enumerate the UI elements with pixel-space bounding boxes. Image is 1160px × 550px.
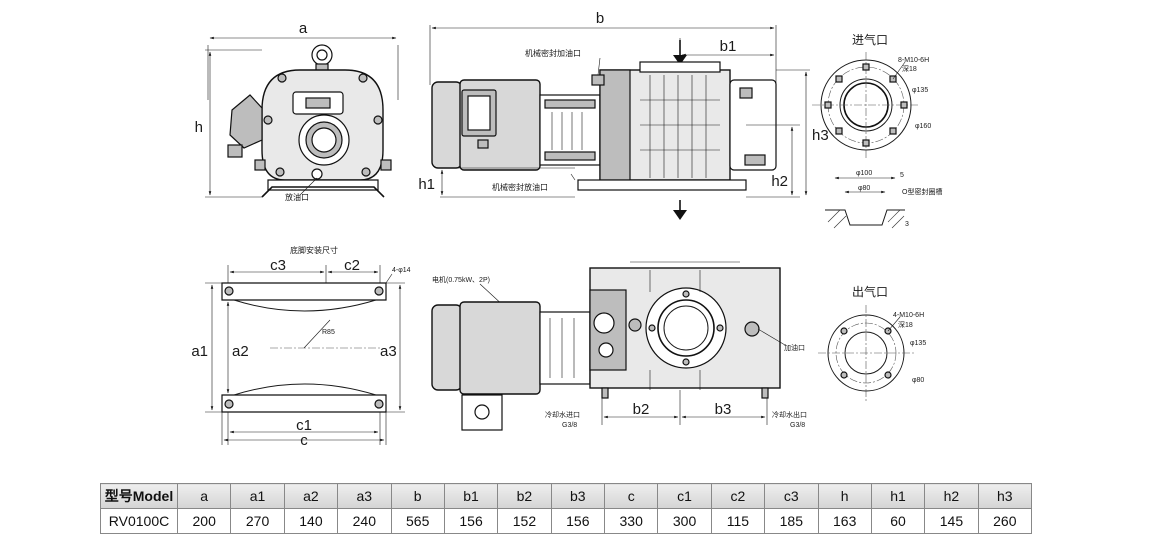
dim-c-label: c [300,432,308,449]
header-b: b [390,483,445,509]
outlet-depth-label: 深18 [898,320,913,329]
dim-a1-label: a1 [191,343,208,360]
cell-c1: 300 [657,508,712,534]
motor-spec-label: 电机(0.75kW、2P) [432,275,490,284]
oil-drain-label: 放油口 [285,192,309,202]
mech-seal-oil-drain-label: 机械密封放油口 [492,182,548,192]
inlet-5-label: 5 [900,172,904,179]
inlet-d100-label: φ100 [856,170,872,177]
cell-h2: 145 [924,508,979,534]
header-b1: b1 [443,483,499,509]
cell-b: 565 [390,508,445,534]
outlet-d80-label: φ80 [912,377,924,384]
dim-b3-label: b3 [715,401,732,418]
front-view: a h 放油口 [195,20,399,202]
bolt-holes-label: 4-φ14 [392,267,411,274]
cell-c2: 115 [710,508,766,534]
header-a2: a2 [283,483,339,509]
dim-b-label: b [596,10,604,27]
cell-a2: 140 [283,508,339,534]
dim-h1-label: h1 [418,176,435,193]
cooling-in-thread: G3/8 [562,422,577,429]
cell-a3: 240 [337,508,392,534]
radius-label: R85 [322,329,335,336]
header-c2: c2 [710,483,766,509]
foot-mounting-view: 底脚安装尺寸 c3 c2 4-φ14 R85 a1 a2 a3 [191,245,410,449]
outlet-flange: 出气口 4-M10-6H 深18 φ135 φ80 [818,284,926,401]
header-b2: b2 [497,483,552,509]
cell-c: 330 [603,508,659,534]
inlet-thread-label: 8-M10-6H [898,57,929,64]
header-h3: h3 [977,483,1033,509]
inlet-flange: 进气口 8-M10-6H 深18 φ135 φ160 φ100 φ80 5 O型… [812,32,942,229]
dim-h-label: h [195,119,203,136]
header-c: c [603,483,659,509]
cell-h3: 260 [977,508,1033,534]
side-view: b b1 [418,10,829,220]
dim-h2-label: h2 [771,173,788,190]
header-c3: c3 [764,483,819,509]
outlet-thread-label: 4-M10-6H [893,312,924,319]
inlet-d135-label: φ135 [912,87,928,94]
cell-b2: 152 [497,508,552,534]
header-a1: a1 [230,483,285,509]
top-view: 电机(0.75kW、2P) 加油口 冷却水进口 [431,261,807,431]
table-row: RV0100C 200 270 140 240 565 156 152 156 … [100,508,1033,534]
inlet-3-label: 3 [905,221,909,228]
dim-c2-label: c2 [344,257,360,274]
cell-h: 163 [817,508,872,534]
cell-c3: 185 [764,508,819,534]
header-h1: h1 [870,483,926,509]
foot-mount-title: 底脚安装尺寸 [290,245,338,255]
inlet-depth-label: 深18 [902,64,917,73]
header-a: a [176,483,232,509]
inlet-title: 进气口 [852,32,888,47]
header-b3: b3 [550,483,606,509]
outlet-d135-label: φ135 [910,340,926,347]
cell-a1: 270 [230,508,285,534]
dim-b1-label: b1 [720,38,737,55]
cell-b3: 156 [550,508,606,534]
header-h2: h2 [924,483,979,509]
table-header-row: 型号Model a a1 a2 a3 b b1 b2 b3 c c1 c2 c3… [100,483,1033,509]
inlet-oring-label: O型密封圈槽 [902,187,942,196]
dim-c1-label: c1 [296,417,312,434]
header-h: h [817,483,872,509]
cell-h1: 60 [870,508,926,534]
spec-table: 型号Model a a1 a2 a3 b b1 b2 b3 c c1 c2 c3… [100,483,1033,534]
cooling-out-thread: G3/8 [790,422,805,429]
header-c1: c1 [657,483,712,509]
dim-a3-label: a3 [380,343,397,360]
dim-h3-label: h3 [812,127,829,144]
inlet-d80-label: φ80 [858,185,870,192]
technical-drawing: a h 放油口 [191,10,942,449]
outlet-title: 出气口 [852,284,888,299]
dim-b2-label: b2 [633,401,650,418]
mech-seal-oil-fill-label: 机械密封加油口 [525,48,581,58]
cooling-in-label: 冷却水进口 [545,410,580,419]
dim-a2-label: a2 [232,343,249,360]
cell-model: RV0100C [100,508,178,534]
oil-fill-label: 加油口 [784,343,805,352]
cell-a: 200 [176,508,232,534]
header-a3: a3 [337,483,392,509]
cell-b1: 156 [443,508,499,534]
inlet-d160-label: φ160 [915,123,931,130]
dim-a-label: a [299,20,308,37]
header-model: 型号Model [100,483,178,509]
cooling-out-label: 冷却水出口 [772,410,807,419]
dim-c3-label: c3 [270,257,286,274]
